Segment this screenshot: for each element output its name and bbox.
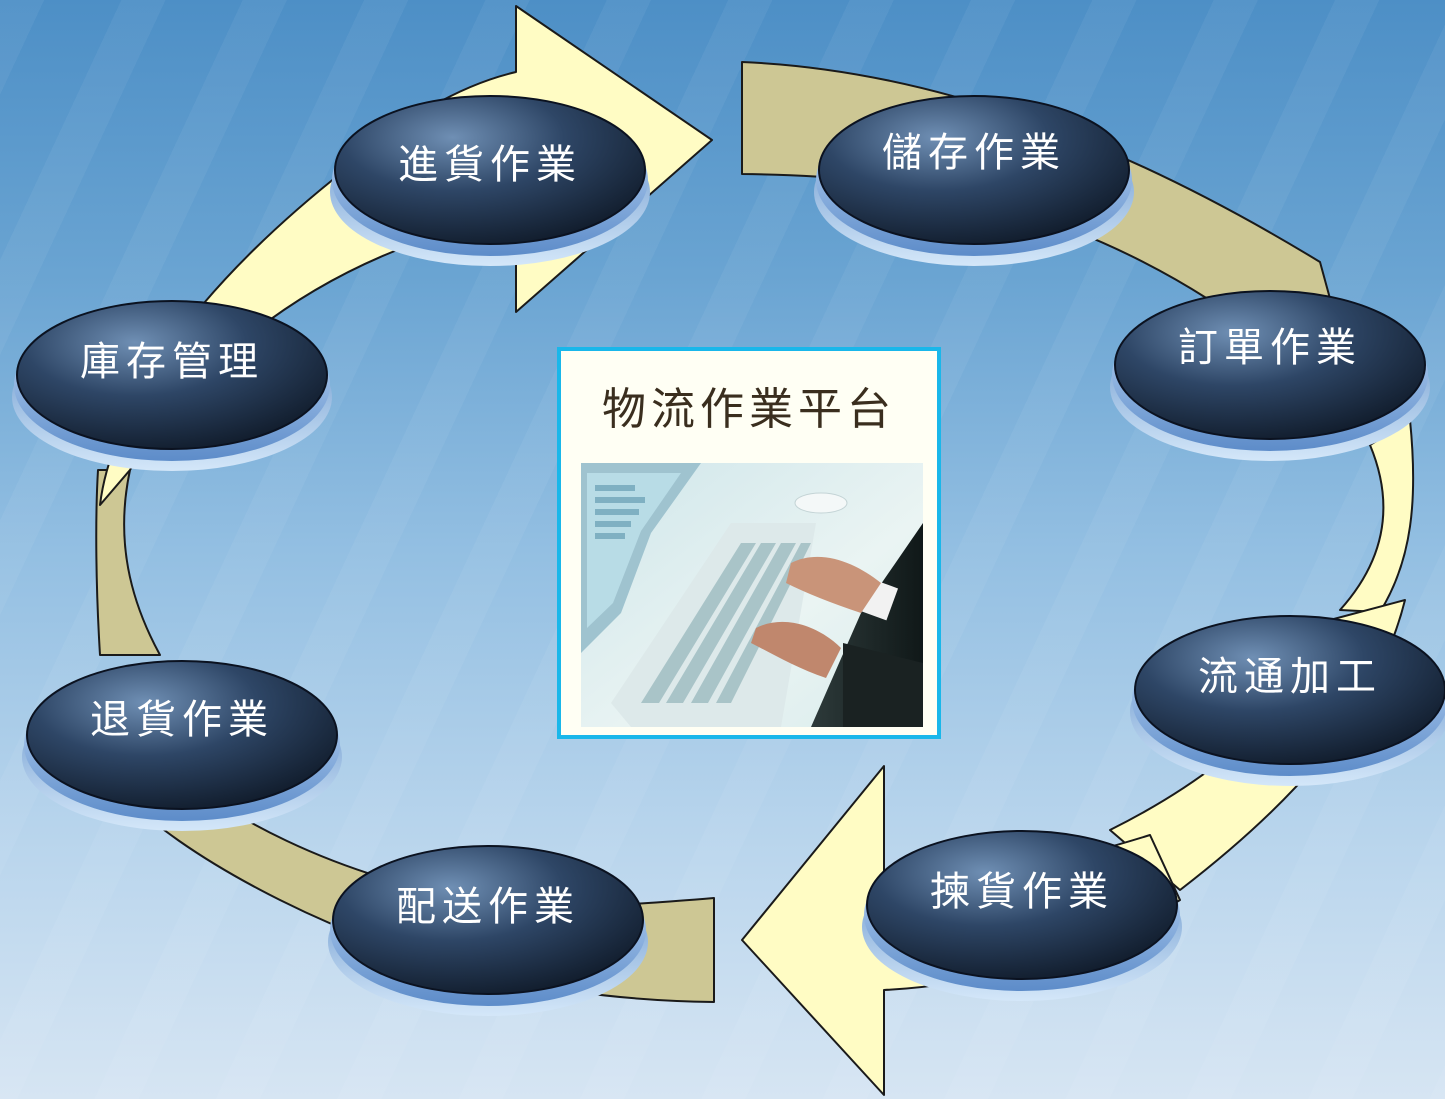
node-label-storage: 儲存作業 bbox=[882, 130, 1066, 176]
center-title: 物流作業平台 bbox=[602, 384, 896, 435]
node-returns: 退貨作業 bbox=[22, 660, 342, 831]
node-storage: 儲存作業 bbox=[814, 95, 1134, 266]
node-order: 訂單作業 bbox=[1110, 290, 1430, 461]
keyboard-photo bbox=[581, 463, 923, 727]
node-label-delivery: 配送作業 bbox=[396, 884, 580, 930]
node-label-inventory: 庫存管理 bbox=[80, 339, 264, 385]
node-picking: 揀貨作業 bbox=[862, 830, 1182, 1001]
node-label-processing: 流通加工 bbox=[1198, 654, 1382, 700]
center-panel: 物流作業平台 bbox=[557, 347, 941, 739]
node-receiving: 進貨作業 bbox=[330, 95, 650, 266]
node-inventory: 庫存管理 bbox=[12, 300, 332, 471]
node-label-order: 訂單作業 bbox=[1178, 325, 1362, 371]
node-delivery: 配送作業 bbox=[328, 845, 648, 1016]
arrow-segment-returns bbox=[95, 469, 161, 656]
node-label-receiving: 進貨作業 bbox=[398, 142, 582, 188]
node-processing: 流通加工 bbox=[1130, 615, 1445, 786]
node-label-picking: 揀貨作業 bbox=[930, 869, 1114, 915]
node-label-returns: 退貨作業 bbox=[90, 697, 274, 743]
